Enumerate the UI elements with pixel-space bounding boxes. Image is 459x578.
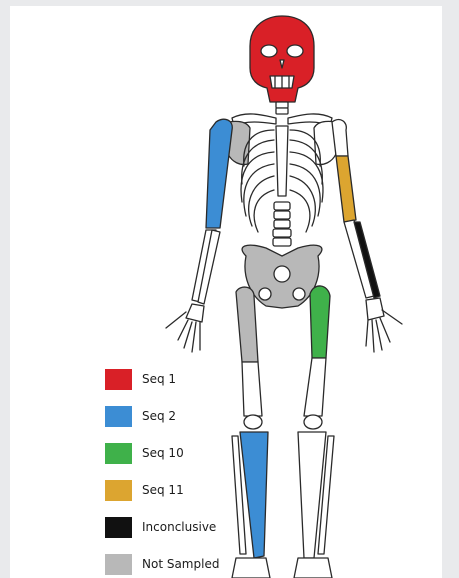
legend-swatch — [105, 406, 132, 427]
legend-label: Seq 10 — [142, 446, 184, 460]
right-foot — [232, 558, 270, 578]
legend-label: Seq 1 — [142, 372, 176, 386]
right-femur-lower — [242, 362, 262, 416]
legend-swatch — [105, 480, 132, 501]
cervical-spine — [276, 102, 288, 114]
legend-swatch — [105, 517, 132, 538]
legend-swatch — [105, 554, 132, 575]
legend-label: Inconclusive — [142, 520, 216, 534]
legend-swatch — [105, 443, 132, 464]
skull — [250, 16, 314, 102]
right-patella — [244, 415, 262, 429]
right-femur — [236, 287, 258, 362]
legend-label: Seq 2 — [142, 409, 176, 423]
legend-label: Seq 11 — [142, 483, 184, 497]
left-patella — [304, 415, 322, 429]
left-femur-lower — [304, 358, 326, 416]
left-femur — [310, 286, 330, 358]
figure-panel: Seq 1 Seq 2 Seq 10 Seq 11 Inconclusive N… — [10, 6, 442, 578]
left-hand — [366, 298, 402, 352]
legend-label: Not Sampled — [142, 557, 219, 571]
skeleton-diagram — [10, 6, 442, 578]
spine — [273, 202, 291, 246]
right-humerus — [206, 119, 232, 228]
left-foot — [294, 558, 332, 578]
right-hand — [166, 304, 204, 352]
legend-swatch — [105, 369, 132, 390]
left-humerus-lower — [336, 156, 356, 222]
